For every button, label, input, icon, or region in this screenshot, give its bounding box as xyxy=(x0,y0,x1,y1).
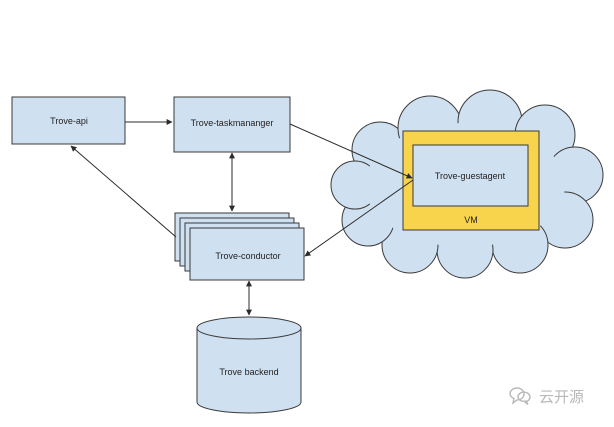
vm-label: VM xyxy=(464,215,478,225)
trove-api-label: Trove-api xyxy=(50,116,88,126)
watermark: 云开源 xyxy=(507,384,584,408)
trove-taskmanager-label: Trove-taskmananger xyxy=(191,118,274,128)
edge-taskmanager-to-guestagent xyxy=(289,123,413,179)
trove-conductor-node: Trove-conductor xyxy=(174,212,305,281)
trove-taskmanager-node: Trove-taskmananger xyxy=(173,96,291,153)
edge-guestagent-to-conductor xyxy=(304,179,414,257)
trove-guestagent-label: Trove-guestagent xyxy=(435,171,506,181)
trove-api-node: Trove-api xyxy=(11,96,126,145)
trove-conductor-label: Trove-conductor xyxy=(215,251,280,261)
edge-conductor-to-api xyxy=(70,145,177,238)
chat-bubbles-icon xyxy=(509,387,531,406)
vm-container: Trove-guestagent VM xyxy=(402,130,540,231)
trove-backend-node: Trove backend xyxy=(196,316,302,414)
watermark-text: 云开源 xyxy=(539,387,585,406)
trove-backend-label: Trove backend xyxy=(219,367,278,377)
